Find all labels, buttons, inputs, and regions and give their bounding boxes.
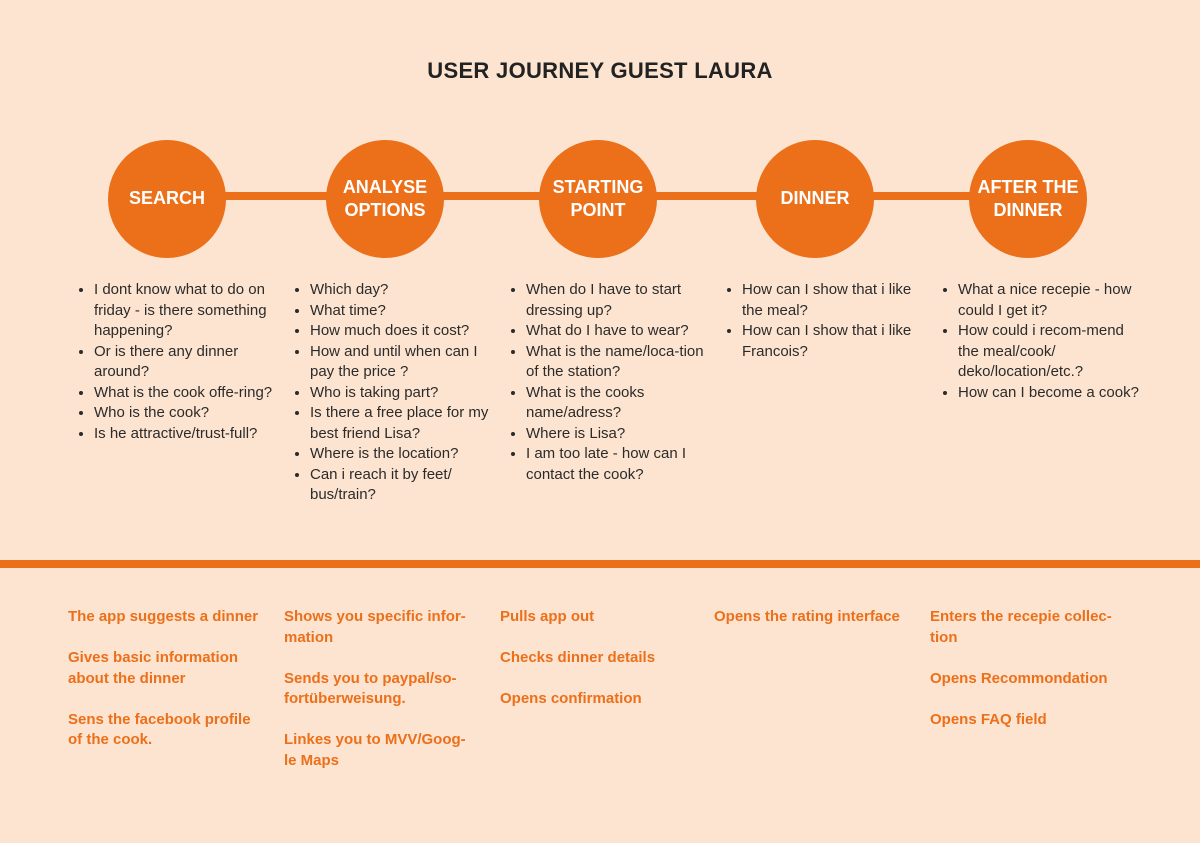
questions-search: I dont know what to do on friday - is th… <box>68 280 280 444</box>
question-item: What is the name/loca-tion of the statio… <box>526 342 712 383</box>
question-item: What do I have to wear? <box>526 321 712 342</box>
action-item: Enters the recepie collec- tion <box>930 608 1112 646</box>
question-item: Who is taking part? <box>310 383 496 404</box>
actions-starting-point: Pulls app out Checks dinner details Open… <box>500 607 710 730</box>
question-item: Is he attractive/trust-full? <box>94 424 280 445</box>
question-item: Or is there any dinner around? <box>94 342 280 383</box>
action-item: Shows you specific infor- mation <box>284 608 466 646</box>
actions-analyse-options: Shows you specific infor- mation Sends y… <box>284 607 494 792</box>
action-item: Gives basic information about the dinner <box>68 649 239 687</box>
question-item: How can I show that i like the meal? <box>742 280 928 321</box>
actions-search: The app suggests a dinner Gives basic in… <box>68 607 278 771</box>
action-item: Sens the facebook profile of the cook. <box>68 710 251 749</box>
page-title: USER JOURNEY GUEST LAURA <box>427 58 773 83</box>
stage-analyse-options: ANALYSE OPTIONS <box>326 140 444 258</box>
question-item: What is the cook offe-ring? <box>94 383 280 404</box>
action-item: Opens FAQ field <box>930 710 1047 728</box>
stage-search: SEARCH <box>108 140 226 258</box>
question-item: I am too late - how can I contact the co… <box>526 444 712 485</box>
question-item: Can i reach it by feet/ bus/train? <box>310 465 496 506</box>
action-item: Linkes you to MVV/Goog- le Maps <box>284 731 466 769</box>
question-item: I dont know what to do on friday - is th… <box>94 280 280 342</box>
action-item: Opens the rating interface <box>714 608 900 625</box>
questions-starting-point: When do I have to start dressing up? Wha… <box>500 280 712 485</box>
question-item: What time? <box>310 301 496 322</box>
question-item: Is there a free place for my best friend… <box>310 403 496 444</box>
actions-after-the-dinner: Enters the recepie collec- tion Opens Re… <box>930 607 1140 751</box>
action-item: Sends you to paypal/so- fortüberweisung. <box>284 669 457 708</box>
questions-dinner: How can I show that i like the meal? How… <box>716 280 928 362</box>
question-item: What is the cooks name/adress? <box>526 383 712 424</box>
question-item: How can I show that i like Francois? <box>742 321 928 362</box>
question-item: How can I become a cook? <box>958 383 1144 404</box>
actions-dinner: Opens the rating interface <box>714 607 924 648</box>
action-item: Opens confirmation <box>500 690 642 707</box>
question-item: When do I have to start dressing up? <box>526 280 712 321</box>
action-item: Checks dinner details <box>500 649 656 666</box>
section-divider <box>0 560 1200 568</box>
stage-dinner: DINNER <box>756 140 874 258</box>
stage-after-the-dinner: AFTER THE DINNER <box>969 140 1087 258</box>
action-item: Opens Recommondation <box>930 669 1108 687</box>
question-item: Where is the location? <box>310 444 496 465</box>
question-item: How much does it cost? <box>310 321 496 342</box>
question-item: Who is the cook? <box>94 403 280 424</box>
question-item: How and until when can I pay the price ? <box>310 342 496 383</box>
question-item: What a nice recepie - how could I get it… <box>958 280 1144 321</box>
question-item: Which day? <box>310 280 496 301</box>
stage-starting-point: STARTING POINT <box>539 140 657 258</box>
action-item: The app suggests a dinner <box>68 608 259 625</box>
question-item: Where is Lisa? <box>526 424 712 445</box>
action-item: Pulls app out <box>500 608 595 625</box>
questions-analyse-options: Which day? What time? How much does it c… <box>284 280 496 506</box>
question-item: How could i recom-mend the meal/cook/ de… <box>958 321 1144 383</box>
questions-after-the-dinner: What a nice recepie - how could I get it… <box>932 280 1144 403</box>
